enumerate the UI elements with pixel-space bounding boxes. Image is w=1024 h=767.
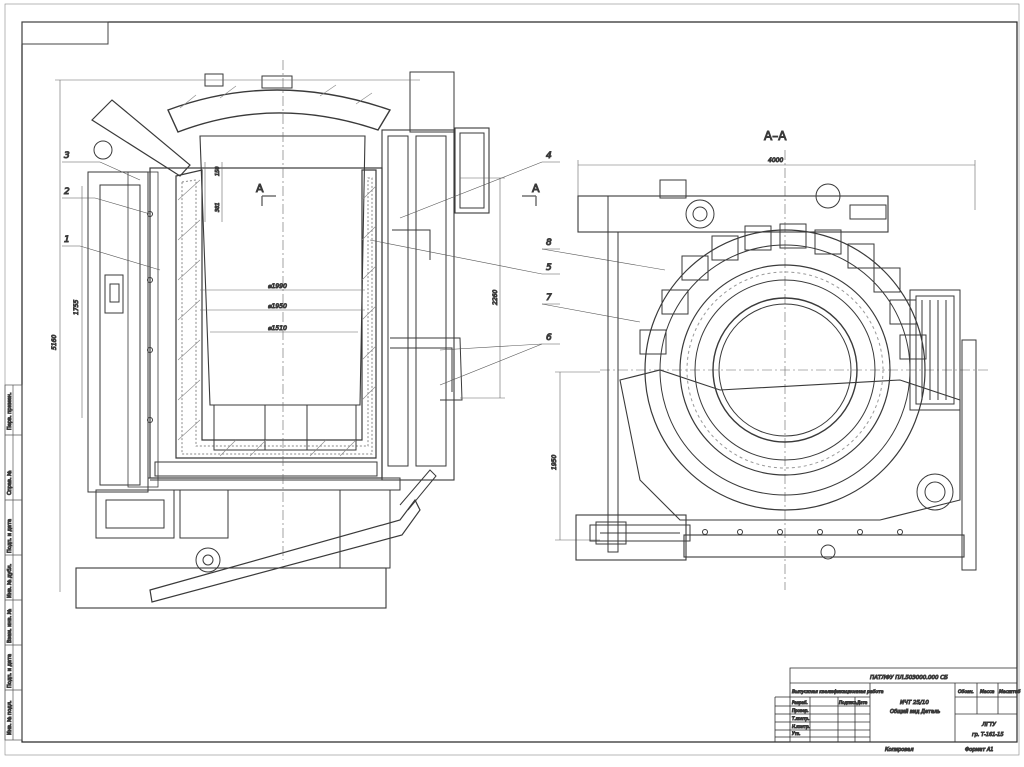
section-view-title: А–А	[764, 129, 787, 143]
dimension-overall-height: 5160	[51, 335, 58, 350]
callout-1: 1	[64, 235, 70, 245]
margin-stamp-label: Подп. и дата	[7, 654, 13, 688]
dimension-381: 381	[215, 202, 221, 212]
dimension-right-height: 2260	[492, 290, 499, 305]
title-org: ЛГТУ	[981, 722, 997, 728]
dimension-dia-1990: ⌀1990	[268, 283, 287, 290]
callout-6: 6	[546, 333, 552, 343]
outer-frame	[4, 3, 1020, 756]
inner-frame	[21, 21, 1018, 743]
section-mark-right: А	[532, 182, 540, 195]
dimension-150: 150	[215, 166, 221, 176]
margin-stamp-label: Взам. инв. №	[7, 608, 13, 643]
margin-stamp	[4, 384, 23, 741]
title-copied: Копировал	[885, 747, 914, 753]
callout-3: 3	[64, 151, 70, 161]
title-right-mass: Масса	[980, 689, 995, 695]
title-right-designation: Обозн.	[958, 689, 974, 695]
callout-4: 4	[546, 151, 552, 161]
dimension-side-1950: 1950	[551, 455, 558, 470]
title-col-date: Дата	[856, 700, 868, 705]
title-school: Выпускная квалификационная работа	[792, 689, 884, 695]
title-product: ИЧТ 25/10	[900, 700, 929, 706]
title-role-tcontrol: Т.контр.	[792, 716, 809, 721]
callout-2: 2	[64, 187, 70, 197]
callout-5: 5	[546, 263, 552, 273]
callout-leaders	[62, 161, 666, 386]
margin-stamp-label: Справ. №	[7, 470, 13, 495]
margin-stamp-label: Подп. и дата	[7, 519, 13, 553]
dimension-dia-1950: ⌀1950	[268, 303, 287, 310]
title-doc-code: ПАТЛФУ ПЛ.503000.000 СБ	[870, 675, 948, 681]
title-role-developed: Разраб.	[792, 700, 808, 705]
title-col-signature: Подпись	[839, 700, 858, 705]
margin-stamp-label: Инв. № дубл.	[7, 563, 13, 598]
callout-7: 7	[546, 293, 552, 303]
dimension-dia-1510: ⌀1510	[268, 325, 287, 332]
title-role-ncontrol: Н.контр.	[792, 724, 810, 729]
corner-stamp	[21, 21, 109, 45]
margin-stamp-label: Перв. примен.	[7, 392, 13, 430]
dimension-inner-height: 1755	[73, 300, 80, 315]
title-group: гр. Т-161-15	[972, 732, 1004, 738]
title-right-scale: Масштаб	[999, 689, 1021, 695]
lining-hatch	[177, 84, 377, 457]
section-aa-view	[575, 179, 977, 571]
title-role-checked: Провер.	[792, 708, 809, 713]
left-dimension-lines	[55, 60, 537, 592]
dimension-width-4000: 4000	[768, 157, 783, 164]
title-name: Общий вид Деталь	[890, 709, 940, 715]
furnace-section-view	[75, 71, 490, 609]
title-role-approved: Утв.	[792, 731, 800, 736]
callout-8: 8	[546, 238, 552, 248]
margin-stamp-label: Инв. № подл.	[7, 700, 13, 735]
title-format: Формат А1	[965, 747, 993, 753]
title-block	[774, 667, 1018, 743]
section-mark-left: А	[256, 182, 264, 195]
